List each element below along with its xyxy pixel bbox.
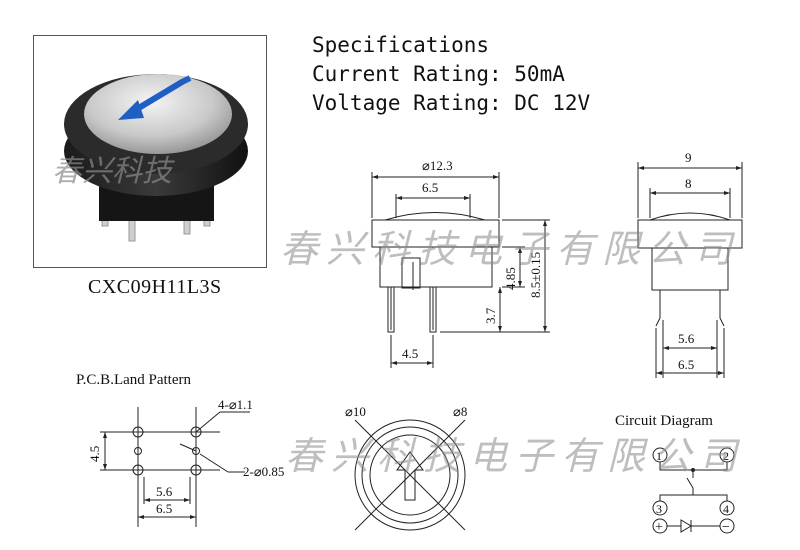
- dim-8-5: 8.5±0.15: [528, 252, 543, 298]
- circuit-diagram: 1 2 3 4 + −: [652, 447, 735, 535]
- dim-4-85: 4.85: [503, 267, 518, 290]
- dim-6-5-side: 6.5: [678, 357, 694, 372]
- dim-8: 8: [685, 176, 692, 191]
- pin-1: 1: [656, 449, 662, 463]
- pin-2: 2: [723, 449, 729, 463]
- watermark-bottom: 春兴科技电子有限公司: [285, 434, 746, 478]
- circuit-title: Circuit Diagram: [615, 413, 713, 429]
- dim-5-6: 5.6: [678, 331, 695, 346]
- pcb-hole-small: 2-⌀0.85: [243, 464, 284, 479]
- spec-current: Current Rating: 50mA: [312, 62, 565, 86]
- pin-minus: −: [722, 520, 730, 535]
- pin-3: 3: [656, 502, 662, 516]
- dim-4-5: 4.5: [402, 346, 418, 361]
- top-view-drawing: ⌀10 ⌀8: [345, 404, 467, 531]
- top-dim-8: ⌀8: [453, 404, 467, 419]
- dim-9: 9: [685, 150, 692, 165]
- side-view-drawing: 9 8 5.6 6.5: [637, 150, 743, 378]
- photo-watermark: 春兴科技: [52, 155, 175, 188]
- model-number: CXC09H11L3S: [88, 276, 222, 298]
- top-dim-10: ⌀10: [345, 404, 366, 419]
- spec-voltage: Voltage Rating: DC 12V: [312, 91, 591, 115]
- pcb-dim-5-6: 5.6: [156, 484, 173, 499]
- pin-plus: +: [655, 520, 663, 535]
- pcb-title: P.C.B.Land Pattern: [76, 372, 191, 388]
- watermark-top: 春兴科技电子有限公司: [280, 227, 741, 271]
- pcb-hole-large: 4-⌀1.1: [218, 397, 253, 412]
- product-photo: 春兴科技: [33, 35, 267, 268]
- dim-6-5: 6.5: [422, 180, 438, 195]
- pcb-dim-6-5: 6.5: [156, 501, 172, 516]
- dim-3-7: 3.7: [483, 307, 498, 324]
- pcb-dim-4-5: 4.5: [87, 446, 102, 462]
- pin-4: 4: [723, 502, 729, 516]
- front-view-drawing: ⌀12.3 6.5 4.5 4.85 8.5±0.15 3.7: [371, 158, 550, 368]
- dim-dia-12-3: ⌀12.3: [422, 158, 453, 173]
- specs-title: Specifications: [312, 33, 490, 57]
- pcb-land-pattern-drawing: 4.5 4-⌀1.1 2-⌀0.85 5.6 6.5: [87, 397, 284, 527]
- button-illustration: 春兴科技: [52, 74, 248, 242]
- arrow-icon: [118, 75, 192, 120]
